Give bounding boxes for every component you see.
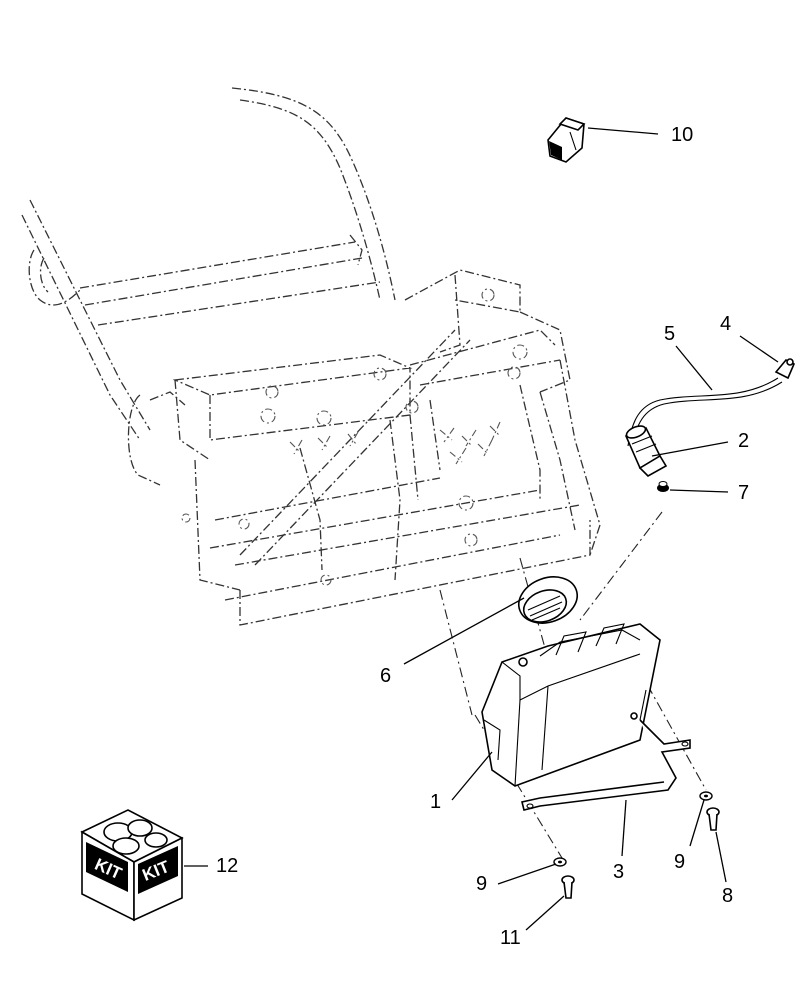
kit-label-left-bg [86,842,128,892]
callout-9-right: 9 [674,851,685,873]
callout-7: 7 [738,482,749,504]
hose-part [627,377,783,449]
reservoir-tank-part [481,623,661,787]
callout-labels: 10 4 5 2 7 6 1 3 9 8 9 11 12 [216,124,749,949]
callout-8: 8 [722,885,733,907]
callout-9-bottom: 9 [476,873,487,895]
hose-fitting-part [774,358,796,380]
kit-label-right-bg [138,846,178,894]
screw-bottom-part [561,875,575,899]
callout-12: 12 [216,855,238,877]
grommet-part [657,481,669,492]
rocker-switch-part [547,117,586,163]
kit-box-part: KIT KIT [80,809,184,922]
machine-frame-phantom [21,87,601,626]
callout-4: 4 [720,313,731,335]
washer-bottom-part [553,857,567,867]
screw-right-part [706,807,720,831]
callout-3: 3 [613,861,624,883]
callout-2: 2 [738,430,749,452]
callout-1: 1 [430,791,441,813]
washer-right-part [699,791,713,801]
leader-lines [184,127,779,931]
callout-10: 10 [671,124,693,146]
callout-6: 6 [380,665,391,687]
washer-pump-part [624,425,668,477]
callout-11: 11 [500,927,521,949]
callout-5: 5 [664,323,675,345]
mounting-bracket-part [521,719,691,811]
filler-cap-part [518,576,578,624]
